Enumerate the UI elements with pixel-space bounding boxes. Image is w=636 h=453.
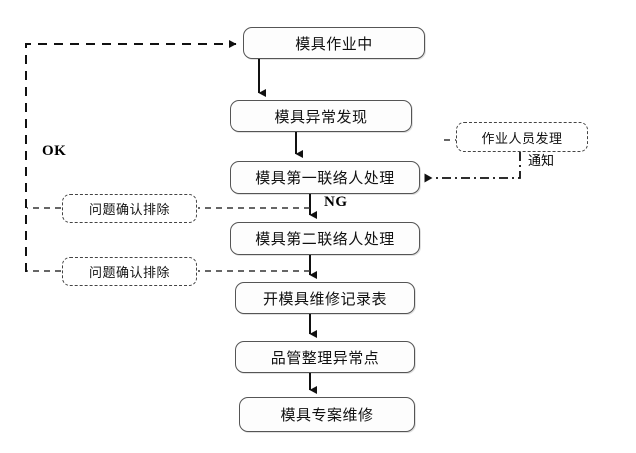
edge-ok-feedback — [25, 40, 237, 272]
node-label: 品管整理异常点 — [270, 350, 380, 367]
node-label: 问题确认排除 — [88, 265, 170, 280]
node-problem-confirmed-cleared-2[interactable]: 问题确认排除 — [62, 257, 197, 286]
node-label: 模具第一联络人处理 — [255, 171, 395, 187]
node-first-contact-handling[interactable]: 模具第一联络人处理 — [230, 161, 420, 194]
node-mold-operating[interactable]: 模具作业中 — [243, 27, 425, 59]
node-label: 模具第二联络人处理 — [255, 232, 395, 248]
node-label: 作业人员发理 — [481, 130, 563, 146]
node-abnormality-found[interactable]: 模具异常发现 — [230, 100, 412, 132]
edge-label-ok: OK — [42, 143, 67, 159]
node-label: 开模具维修记录表 — [262, 291, 387, 308]
node-second-contact-handling[interactable]: 模具第二联络人处理 — [230, 222, 420, 255]
node-label: 问题确认排除 — [88, 202, 170, 217]
node-operator-handling[interactable]: 作业人员发理 — [456, 122, 588, 152]
node-problem-confirmed-cleared-1[interactable]: 问题确认排除 — [62, 194, 197, 223]
node-qc-compile-abnormal-points[interactable]: 品管整理异常点 — [235, 341, 415, 373]
edge-label-notify: 通知 — [528, 153, 555, 168]
node-label: 模具作业中 — [295, 36, 373, 53]
node-open-repair-record[interactable]: 开模具维修记录表 — [235, 282, 415, 314]
edge-notify — [424, 152, 521, 183]
edge-label-ng: NG — [324, 194, 348, 210]
node-mold-special-repair[interactable]: 模具专案维修 — [239, 397, 415, 432]
node-label: 模具专案维修 — [280, 408, 374, 424]
node-label: 模具异常发现 — [274, 109, 368, 126]
